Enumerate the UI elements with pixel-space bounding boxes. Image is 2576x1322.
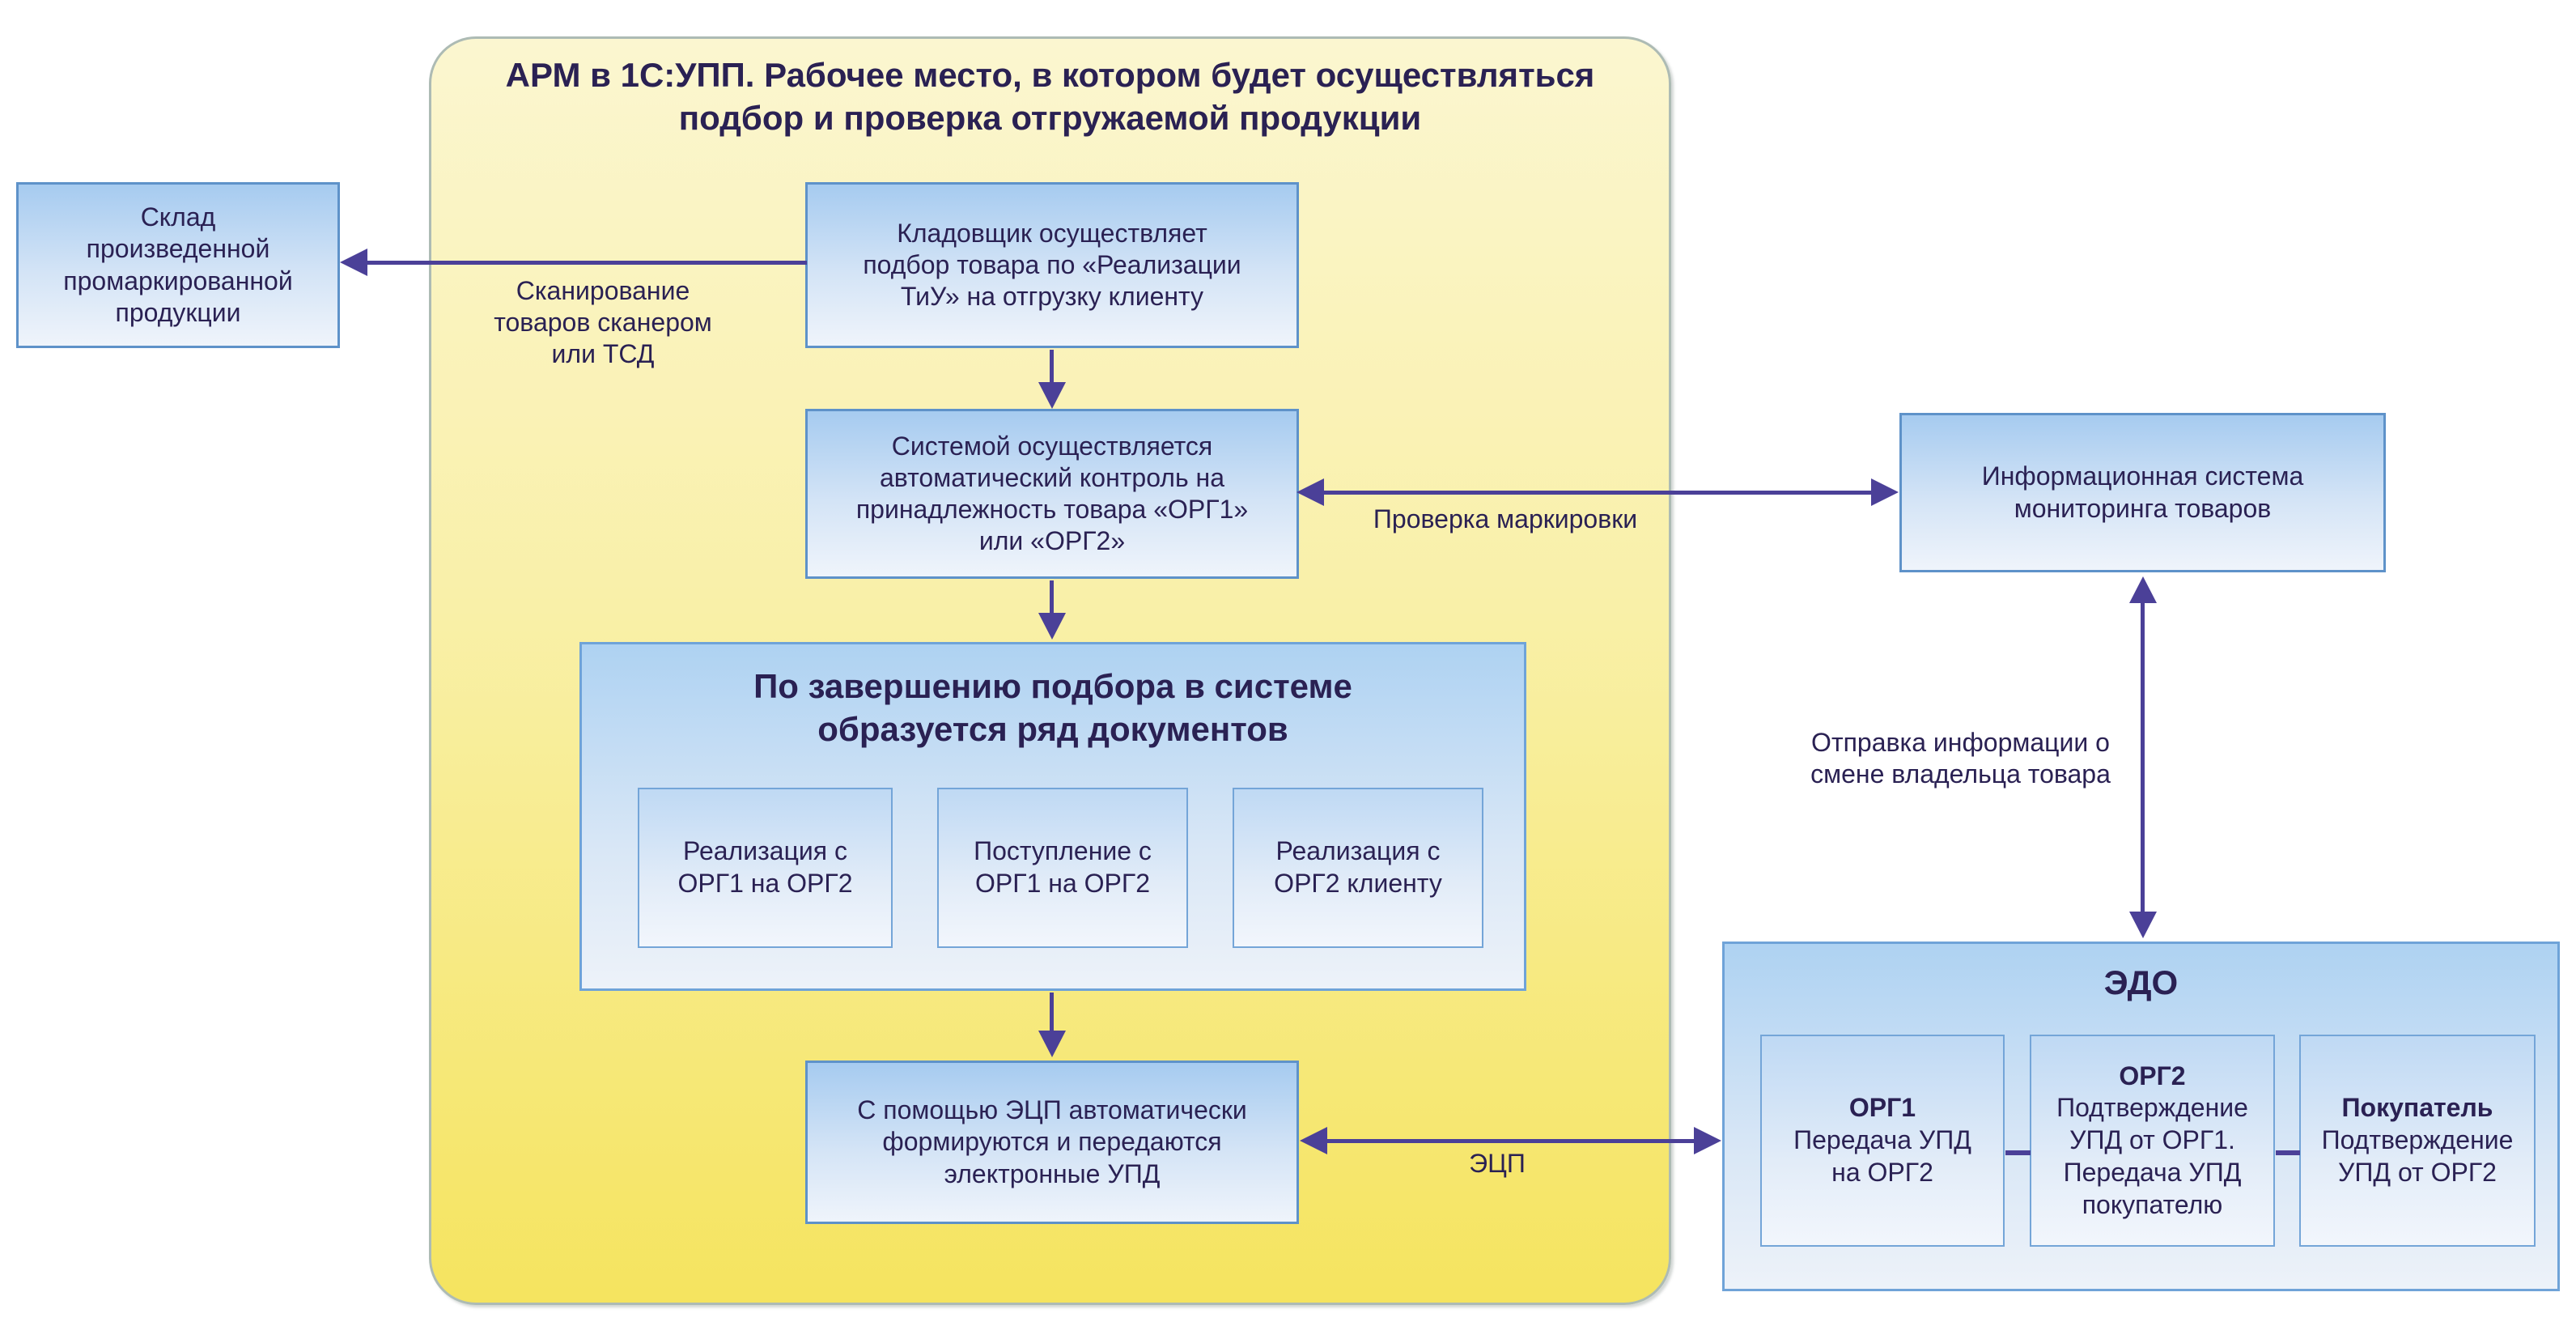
doc-realization-org2-client-box: Реализация с ОРГ2 клиенту (1233, 788, 1483, 948)
arrow-ecp-edo-right-arrowhead (1694, 1127, 1721, 1154)
arrow-scan-to-warehouse-arrowhead (340, 249, 367, 276)
doc-realization-org1-org2-box: Реализация с ОРГ1 на ОРГ2 (638, 788, 893, 948)
arrow-documents-to-ecp (1050, 993, 1054, 1035)
marking-check-label: Проверка маркировки (1373, 504, 1638, 533)
arrow-marking-check (1322, 491, 1874, 495)
arrow-documents-to-ecp-arrowhead (1038, 1031, 1066, 1057)
edo-panel-title: ЭДО (2103, 963, 2179, 1001)
edo-connector-1 (2005, 1150, 2031, 1155)
doc-realization-org1-org2-label: Реализация с ОРГ1 на ОРГ2 (677, 836, 853, 898)
edo-org2-desc: Подтверждение УПД от ОРГ1. Передача УПД … (2056, 1093, 2248, 1219)
arrow-scan-to-warehouse (366, 261, 807, 265)
monitoring-system-box-label: Информационная система мониторинга товар… (1981, 461, 2304, 523)
storekeeper-box: Кладовщик осуществляет подбор товара по … (805, 182, 1299, 348)
edo-org2-box: ОРГ2 Подтверждение УПД от ОРГ1. Передача… (2030, 1035, 2275, 1247)
ecp-label: ЭЦП (1469, 1149, 1526, 1178)
storekeeper-box-label: Кладовщик осуществляет подбор товара по … (863, 218, 1241, 312)
edo-buyer-name: Покупатель (2341, 1093, 2493, 1123)
doc-realization-org2-client-label: Реализация с ОРГ2 клиенту (1274, 836, 1442, 898)
documents-panel: По завершению подбора в системе образует… (579, 642, 1526, 991)
ecp-upd-box-label: С помощью ЭЦП автоматически формируются … (857, 1095, 1247, 1188)
arrow-storekeeper-to-control-arrowhead (1038, 382, 1066, 409)
edo-buyer-box: Покупатель Подтверждение УПД от ОРГ2 (2299, 1035, 2536, 1247)
arrow-monitoring-edo-up-arrowhead (2129, 576, 2157, 603)
warehouse-box-label: Склад произведенной промаркированной про… (63, 202, 293, 327)
arrow-control-to-documents-arrowhead (1038, 613, 1066, 640)
arrow-monitoring-edo-down-arrowhead (2129, 912, 2157, 938)
arrow-ecp-edo-left-arrowhead (1300, 1127, 1327, 1154)
edo-buyer-desc: Подтверждение УПД от ОРГ2 (2321, 1125, 2514, 1187)
edo-connector-2 (2276, 1150, 2300, 1155)
documents-panel-title: По завершению подбора в системе образует… (753, 667, 1352, 748)
arm-panel-title: АРМ в 1С:УПП. Рабочее место, в котором б… (505, 56, 1595, 138)
arrow-ecp-edo (1326, 1139, 1695, 1143)
edo-panel: ЭДО ОРГ1 Передача УПД на ОРГ2 ОРГ2 Подтв… (1722, 942, 2560, 1291)
ownership-transfer-label: Отправка информации о смене владельца то… (1810, 728, 2111, 789)
arrow-marking-check-right-arrowhead (1871, 478, 1899, 506)
doc-receipt-org1-org2-label: Поступление с ОРГ1 на ОРГ2 (974, 836, 1152, 898)
arrow-marking-check-left-arrowhead (1296, 478, 1324, 506)
arrow-storekeeper-to-control (1050, 350, 1054, 387)
system-control-box-label: Системой осуществляется автоматический к… (855, 431, 1249, 556)
warehouse-box: Склад произведенной промаркированной про… (16, 182, 340, 348)
monitoring-system-box: Информационная система мониторинга товар… (1899, 413, 2386, 572)
ecp-upd-box: С помощью ЭЦП автоматически формируются … (805, 1061, 1299, 1224)
edo-org1-box: ОРГ1 Передача УПД на ОРГ2 (1760, 1035, 2005, 1247)
system-control-box: Системой осуществляется автоматический к… (805, 409, 1299, 579)
edo-org1-desc: Передача УПД на ОРГ2 (1793, 1125, 1971, 1187)
doc-receipt-org1-org2-box: Поступление с ОРГ1 на ОРГ2 (937, 788, 1188, 948)
edo-org1-name: ОРГ1 (1848, 1093, 1916, 1123)
arrow-control-to-documents (1050, 580, 1054, 617)
scanning-label: Сканирование товаров сканером или ТСД (494, 276, 712, 369)
edo-org2-name: ОРГ2 (2119, 1061, 2186, 1090)
arrow-monitoring-edo (2141, 602, 2145, 913)
